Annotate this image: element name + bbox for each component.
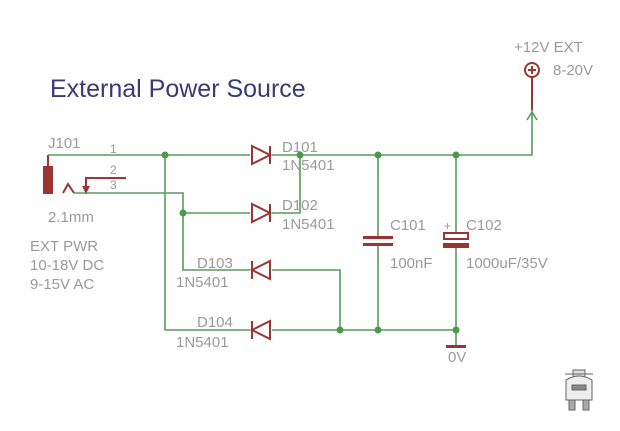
pin-1-label: 1 [110, 142, 117, 156]
junction-dot [179, 209, 187, 217]
pin-3-label: 3 [110, 178, 117, 192]
ground-label: 0V [448, 349, 466, 366]
diode-d101-icon [251, 144, 273, 166]
junction-dot [452, 151, 460, 159]
capacitor-c101-icon [363, 236, 393, 246]
wire-d103-in [272, 269, 341, 330]
pin-2-label: 2 [110, 163, 117, 177]
capacitor-c102-icon [443, 232, 469, 248]
connector-note-3: 9-15V AC [30, 276, 94, 293]
c101-value: 100nF [390, 255, 433, 272]
supply-range: 8-20V [553, 62, 593, 79]
connector-size: 2.1mm [48, 209, 94, 226]
supply-label: +12V EXT [514, 39, 583, 56]
junction-dot [161, 151, 169, 159]
wire-ac2-down [182, 213, 250, 271]
connector-note-2: 10-18V DC [30, 257, 104, 274]
connector-note-1: EXT PWR [30, 238, 98, 255]
c102-polarity: + [444, 219, 451, 233]
schematic-title: External Power Source [50, 75, 306, 103]
supply-wire [378, 110, 533, 156]
wire-pin3 [74, 192, 250, 214]
ground-icon [446, 345, 466, 348]
junction-dot [374, 326, 382, 334]
junction-dot [336, 326, 344, 334]
junction-dot [452, 326, 460, 334]
d101-value: 1N5401 [282, 157, 335, 174]
c102-ref: C102 [466, 217, 502, 234]
robot-mascot-icon [565, 369, 593, 411]
d102-ref: D102 [282, 197, 318, 214]
diode-d103-icon [249, 259, 271, 281]
c101-ref: C101 [390, 217, 426, 234]
supply-arrow-icon [526, 110, 538, 121]
junction-dot [296, 151, 304, 159]
junction-dots [161, 151, 460, 334]
d102-value: 1N5401 [282, 216, 335, 233]
diode-d104-icon [249, 319, 271, 341]
d101-ref: D101 [282, 139, 318, 156]
c102-value: 1000uF/35V [466, 255, 548, 272]
diode-d102-icon [251, 202, 273, 224]
d103-value: 1N5401 [176, 274, 229, 291]
d103-ref: D103 [197, 255, 233, 272]
barrel-jack-icon [43, 155, 126, 194]
d104-value: 1N5401 [176, 334, 229, 351]
wire-d102-out [272, 155, 301, 214]
d104-ref: D104 [197, 314, 233, 331]
wire-ac1-down [164, 155, 250, 331]
supply-symbol-icon [524, 62, 540, 110]
connector-ref: J101 [48, 135, 81, 152]
junction-dot [374, 151, 382, 159]
